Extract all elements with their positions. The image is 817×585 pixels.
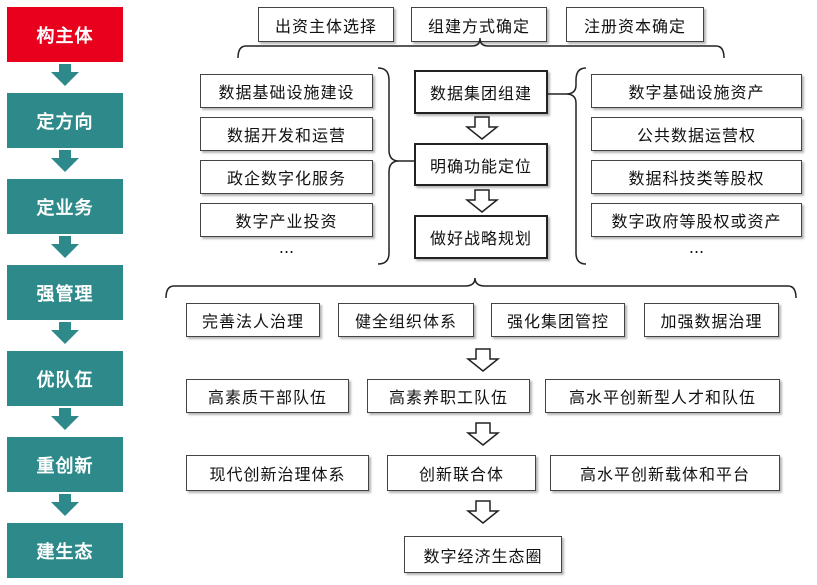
innovation-item: 高水平创新载体和平台 [550,455,780,491]
center-group-founding: 数据集团组建 [414,70,548,114]
stage-build-entity: 构主体 [7,7,123,62]
top-item-method: 组建方式确定 [411,7,547,42]
team-item: 高素养职工队伍 [367,379,530,413]
mgmt-item: 完善法人治理 [186,303,320,337]
business-item: 政企数字化服务 [200,160,373,194]
brackets [165,37,797,299]
asset-item: 公共数据运营权 [591,117,802,151]
business-item: 数据开发和运营 [200,117,373,151]
stage-strengthen-mgmt: 强管理 [7,265,123,320]
business-item: 数字产业投资 [200,203,373,237]
stage-innovation: 重创新 [7,437,123,492]
innovation-item: 创新联合体 [387,455,536,491]
center-function-position: 明确功能定位 [414,143,548,186]
ecosystem-box: 数字经济生态圈 [404,536,562,573]
mgmt-item: 强化集团管控 [491,303,625,337]
center-strategic-plan: 做好战略规划 [414,215,548,259]
stage-arrows [51,64,79,516]
top-item-investor: 出资主体选择 [258,7,394,42]
stage-optimize-team: 优队伍 [7,351,123,406]
mgmt-item: 健全组织体系 [338,303,474,337]
innovation-item: 现代创新治理体系 [186,455,369,491]
business-item: 数据基础设施建设 [200,74,373,108]
asset-item: 数字政府等股权或资产 [591,203,802,237]
business-ellipsis: ... [278,238,295,257]
asset-ellipsis: ... [688,238,705,257]
brace-connectors [399,93,566,162]
top-item-capital: 注册资本确定 [566,7,704,42]
hollow-arrows [464,116,501,524]
stage-set-business: 定业务 [7,179,123,234]
asset-item: 数据科技类等股权 [591,160,802,194]
team-item: 高水平创新型人才和队伍 [545,379,780,413]
stage-set-direction: 定方向 [7,93,123,148]
stage-build-ecosystem: 建生态 [7,523,123,578]
mgmt-item: 加强数据治理 [644,303,779,337]
team-item: 高素质干部队伍 [186,379,349,413]
asset-item: 数字基础设施资产 [591,74,802,108]
